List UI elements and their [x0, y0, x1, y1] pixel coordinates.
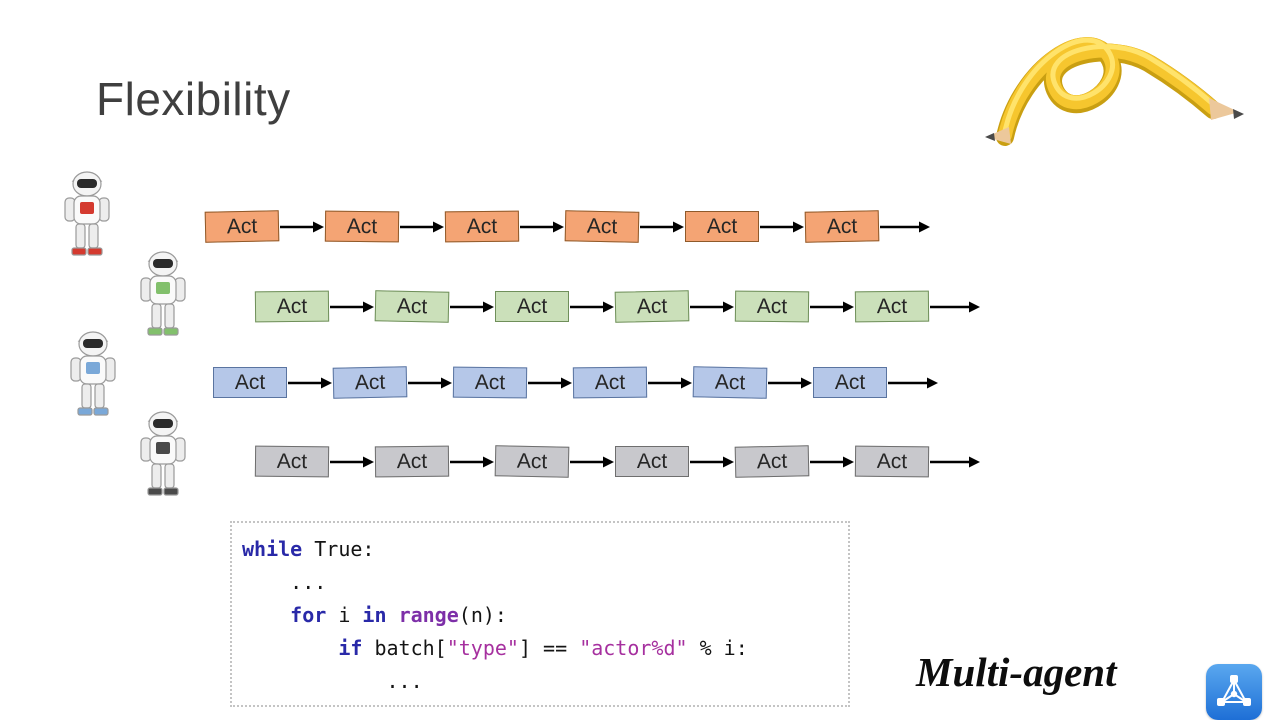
- robot-icon: [70, 331, 116, 416]
- app-logo: [1206, 664, 1262, 720]
- arrow-icon: [570, 301, 614, 312]
- code-line: ...: [242, 566, 842, 599]
- code-lines: while True: ... for i in range(n): if ba…: [242, 533, 842, 698]
- code-token: batch[: [362, 636, 447, 660]
- multi-agent-caption: Multi-agent: [916, 649, 1117, 695]
- code-line: if batch["type"] == "actor%d" % i:: [242, 632, 842, 665]
- network-logo-icon: [1217, 675, 1251, 706]
- code-token: ...: [242, 669, 423, 693]
- code-line: ...: [242, 665, 842, 698]
- act-box: Act: [254, 290, 330, 323]
- code-token: for: [290, 603, 327, 627]
- arrow-icon: [528, 377, 572, 388]
- blue-robot: [58, 326, 128, 426]
- act-box: Act: [572, 366, 648, 399]
- robot-icon: [140, 251, 186, 336]
- code-token: [242, 636, 338, 660]
- code-token: True:: [302, 537, 375, 561]
- code-token: "type": [446, 636, 519, 660]
- code-block: while True: ... for i in range(n): if ba…: [230, 521, 850, 707]
- act-box: Act: [692, 366, 768, 399]
- act-box: Act: [854, 290, 930, 323]
- arrow-icon: [880, 221, 930, 232]
- green-robot: [128, 246, 198, 346]
- code-token: range: [398, 603, 459, 627]
- white-robot: [128, 406, 198, 506]
- arrow-icon: [570, 456, 614, 467]
- act-box: Act: [254, 445, 330, 478]
- arrow-icon: [640, 221, 684, 232]
- act-box: Act: [564, 210, 640, 243]
- code-line: for i in range(n):: [242, 599, 842, 632]
- arrow-icon: [690, 456, 734, 467]
- act-box: Act: [614, 290, 690, 323]
- code-token: in: [362, 603, 387, 627]
- act-box: Act: [495, 291, 569, 322]
- arrow-icon: [330, 301, 374, 312]
- arrow-icon: [930, 456, 980, 467]
- twisted-pencil-image: [985, 37, 1244, 146]
- arrow-icon: [930, 301, 980, 312]
- code-token: ] ==: [518, 636, 580, 660]
- timeline-blue-robot: Act Act Act Act Act Act: [213, 366, 939, 399]
- code-token: "actor%d": [579, 636, 688, 660]
- act-box: Act: [452, 366, 528, 399]
- robot-icon: [64, 171, 110, 256]
- act-box: Act: [213, 367, 287, 398]
- act-box: Act: [332, 366, 408, 399]
- arrow-icon: [280, 221, 324, 232]
- robot-icon: [140, 411, 186, 496]
- arrow-icon: [888, 377, 938, 388]
- red-robot: [52, 166, 122, 266]
- arrow-icon: [810, 301, 854, 312]
- arrow-icon: [690, 301, 734, 312]
- code-token: i: [326, 603, 363, 627]
- arrow-icon: [330, 456, 374, 467]
- arrow-icon: [648, 377, 692, 388]
- timeline-green-robot: Act Act Act Act Act Act: [254, 290, 981, 323]
- act-box: Act: [854, 445, 930, 478]
- arrow-icon: [288, 377, 332, 388]
- arrow-icon: [408, 377, 452, 388]
- page-title: Flexibility: [96, 73, 291, 125]
- act-box: Act: [804, 210, 880, 243]
- arrow-icon: [400, 221, 444, 232]
- code-token: [387, 603, 399, 627]
- arrow-icon: [450, 301, 494, 312]
- code-line: while True:: [242, 533, 842, 566]
- arrow-icon: [810, 456, 854, 467]
- code-token: [242, 603, 290, 627]
- act-box: Act: [374, 445, 450, 478]
- timeline-gray-robot: Act Act Act Act Act Act: [254, 445, 981, 478]
- arrow-icon: [520, 221, 564, 232]
- code-token: while: [242, 537, 303, 561]
- code-token: % i:: [687, 636, 748, 660]
- act-box: Act: [324, 210, 400, 243]
- arrow-icon: [768, 377, 812, 388]
- act-box: Act: [444, 210, 520, 243]
- act-box: Act: [734, 290, 810, 323]
- act-box: Act: [615, 446, 689, 477]
- code-token: (n):: [458, 603, 507, 627]
- arrow-icon: [450, 456, 494, 467]
- code-token: ...: [242, 570, 327, 594]
- act-box: Act: [685, 211, 759, 242]
- act-box: Act: [813, 367, 887, 398]
- act-box: Act: [734, 445, 810, 478]
- code-token: if: [338, 636, 363, 660]
- act-box: Act: [494, 445, 570, 478]
- act-box: Act: [374, 290, 450, 323]
- act-box: Act: [204, 210, 280, 243]
- arrow-icon: [760, 221, 804, 232]
- timeline-red-robot: Act Act Act Act Act Act: [204, 210, 931, 243]
